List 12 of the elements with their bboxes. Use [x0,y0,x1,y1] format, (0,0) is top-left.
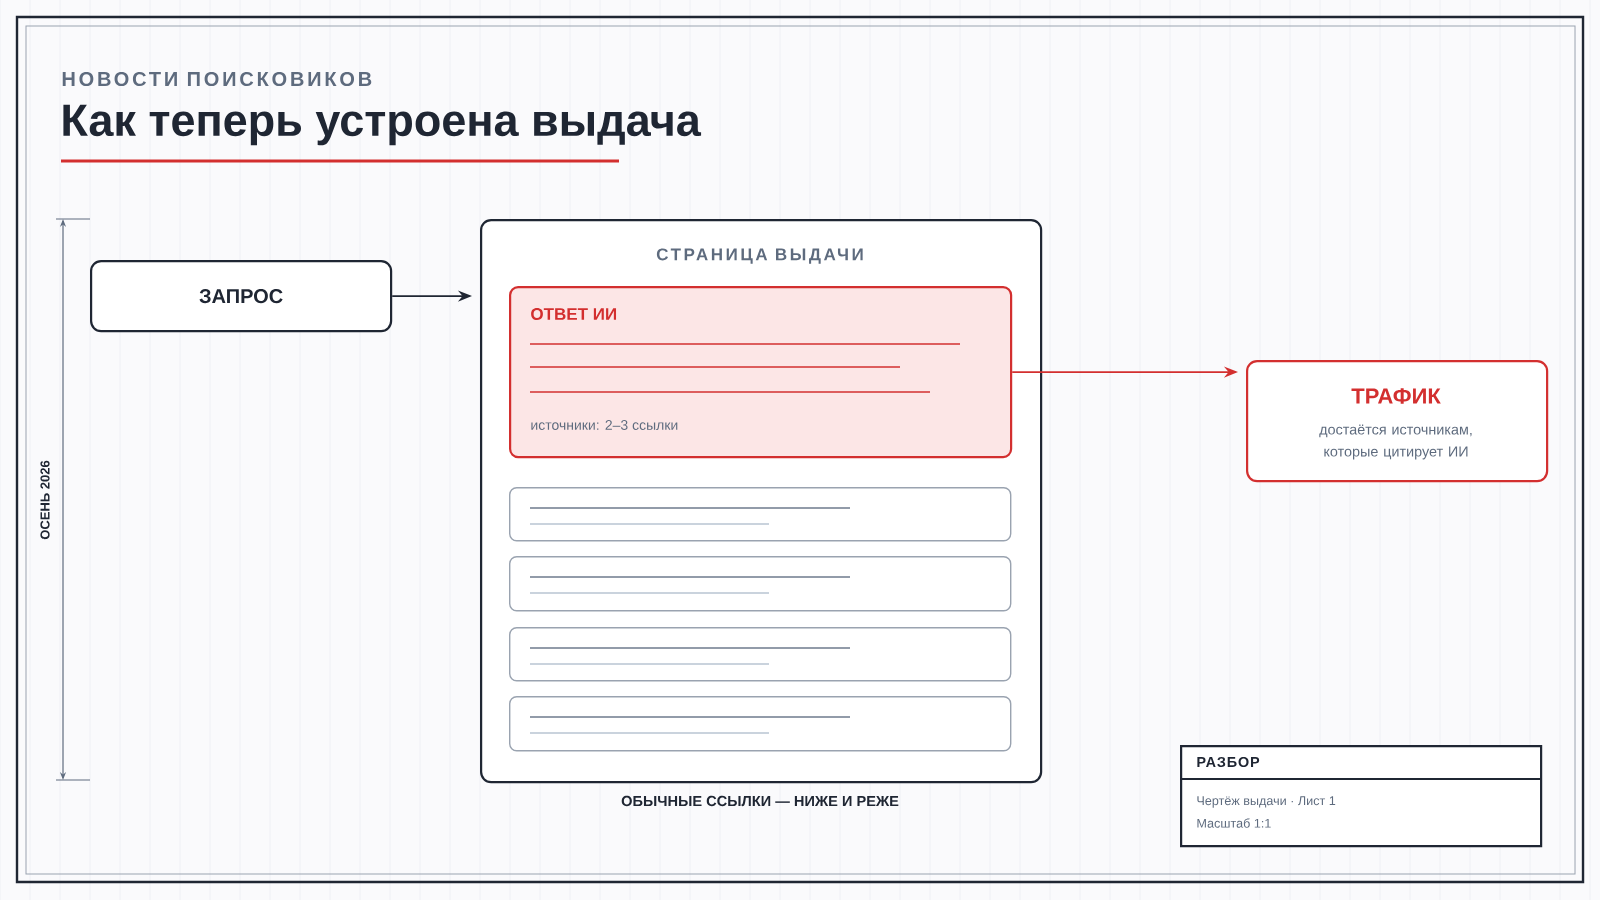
result-box [509,696,1012,752]
result-box [509,556,1012,612]
ai-answer-box: ОТВЕТ ИИ источники: 2–3 ссылки [509,286,1013,459]
kicker: НОВОСТИ ПОИСКОВИКОВ [62,71,372,87]
query-box: ЗАПРОС [90,260,393,333]
caption: ОБЫЧНЫЕ ССЫЛКИ — НИЖЕ И РЕЖЕ [621,795,899,807]
traffic-box: ТРАФИК достаётся источникам, которые цитирует ИИ [1246,360,1549,483]
title-block: РАЗБОР Чертёж выдачи · Лист 1 Масштаб 1:1 [1179,745,1543,848]
result-box [509,487,1012,542]
title: Как теперь устроена выдача [63,104,702,146]
vertical-text: ОСЕНЬ 2026 [40,460,50,540]
result-box [509,627,1012,682]
